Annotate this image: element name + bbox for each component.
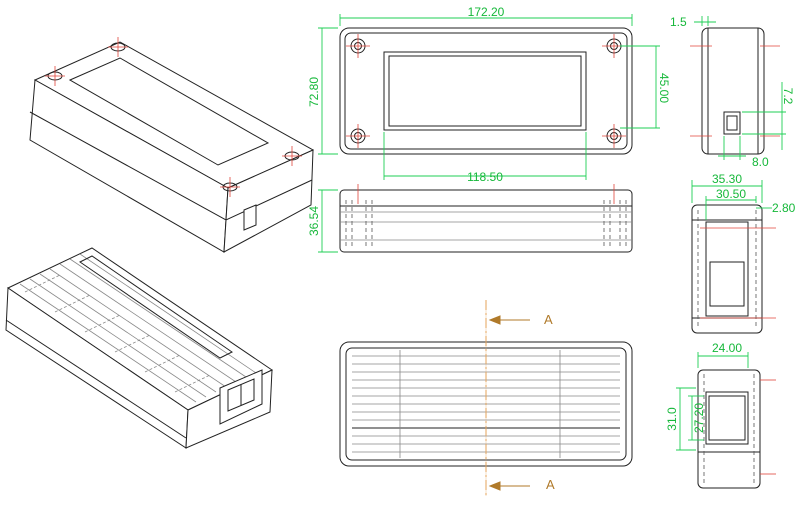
dim-end-outer-height: 31.0 — [665, 407, 679, 431]
dim-section-inner: 30.50 — [716, 187, 746, 201]
dim-end-inner-height: 27.20 — [692, 403, 706, 433]
dim-end-width: 24.00 — [712, 341, 742, 355]
isometric-view-vented — [5, 247, 274, 449]
dim-connector-offset: 8.0 — [752, 155, 769, 169]
front-view: 36.54 — [307, 184, 633, 253]
right-side-view: 1.5 7.2 8.0 — [670, 15, 795, 169]
end-view: 24.00 31.0 27.20 — [665, 341, 776, 489]
section-line-aa — [485, 300, 530, 496]
isometric-view-lid — [29, 37, 315, 253]
dim-connector-height: 7.2 — [781, 88, 795, 105]
section-mark-bottom: A — [546, 477, 555, 492]
dim-hole-spacing-x: 118.50 — [467, 170, 503, 184]
connector-port — [243, 204, 257, 231]
dim-wall-thickness: 1.5 — [670, 15, 687, 29]
dim-overall-width: 72.80 — [307, 77, 321, 107]
dim-section-overall: 35.30 — [712, 172, 742, 186]
right-side-section-view: 35.30 30.50 2.80 — [691, 172, 796, 334]
top-view: 172.20 72.80 45.00 118.50 — [307, 5, 671, 184]
dim-height: 36.54 — [307, 206, 321, 236]
connector-slot — [723, 111, 741, 135]
dim-section-wall: 2.80 — [772, 201, 796, 215]
section-mark-top: A — [544, 312, 553, 327]
dim-overall-length: 172.20 — [468, 5, 505, 19]
dim-hole-spacing-y: 45.00 — [657, 73, 671, 103]
